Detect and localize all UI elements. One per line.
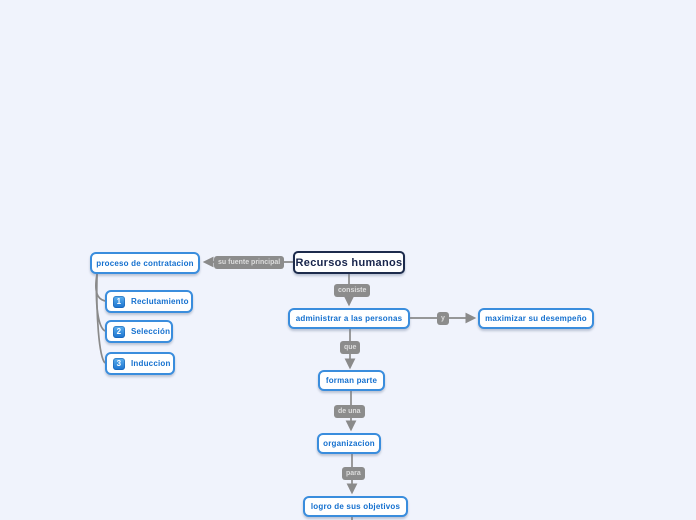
mindmap-node-maximizar-su-desempeno[interactable]: maximizar su desempeño <box>478 308 594 329</box>
mindmap-node-organizacion[interactable]: organizacion <box>317 433 381 454</box>
node-label: Recursos humanos <box>295 256 403 269</box>
step-number-badge: 1 <box>113 295 125 308</box>
connector-label-para[interactable]: para <box>342 467 365 480</box>
step-number-badge: 3 <box>113 357 125 370</box>
node-label: Reclutamiento <box>131 297 189 306</box>
connector-label-de-una[interactable]: de una <box>334 405 365 418</box>
node-label: Selección <box>131 327 171 336</box>
curve-proceso-to-step-3 <box>95 273 106 364</box>
node-label: maximizar su desempeño <box>485 314 587 323</box>
mindmap-node-administrar-a-las-personas[interactable]: administrar a las personas <box>288 308 410 329</box>
connector-label-consiste[interactable]: consiste <box>334 284 371 297</box>
mindmap-node-reclutamiento[interactable]: 1 Reclutamiento <box>105 290 193 313</box>
mindmap-node-recursos-humanos[interactable]: Recursos humanos <box>293 251 405 274</box>
mindmap-node-seleccion[interactable]: 2 Selección <box>105 320 173 343</box>
mindmap-node-forman-parte[interactable]: forman parte <box>318 370 385 391</box>
node-label: Induccion <box>131 359 171 368</box>
node-label: forman parte <box>325 376 378 385</box>
connector-label-su-fuente-principal[interactable]: su fuente principal <box>214 256 285 269</box>
node-label: organizacion <box>323 439 375 448</box>
connector-label-y[interactable]: y <box>437 312 449 325</box>
node-label: proceso de contratacion <box>96 258 194 268</box>
step-number-badge: 2 <box>113 325 125 338</box>
mindmap-node-proceso-de-contratacion[interactable]: proceso de contratacion <box>90 252 200 274</box>
node-label: logro de sus objetivos <box>310 502 401 511</box>
mindmap-node-logro-de-sus-objetivos[interactable]: logro de sus objetivos <box>303 496 408 517</box>
node-label: administrar a las personas <box>295 314 403 323</box>
connector-label-que[interactable]: que <box>340 341 361 354</box>
mindmap-node-induccion[interactable]: 3 Induccion <box>105 352 175 375</box>
